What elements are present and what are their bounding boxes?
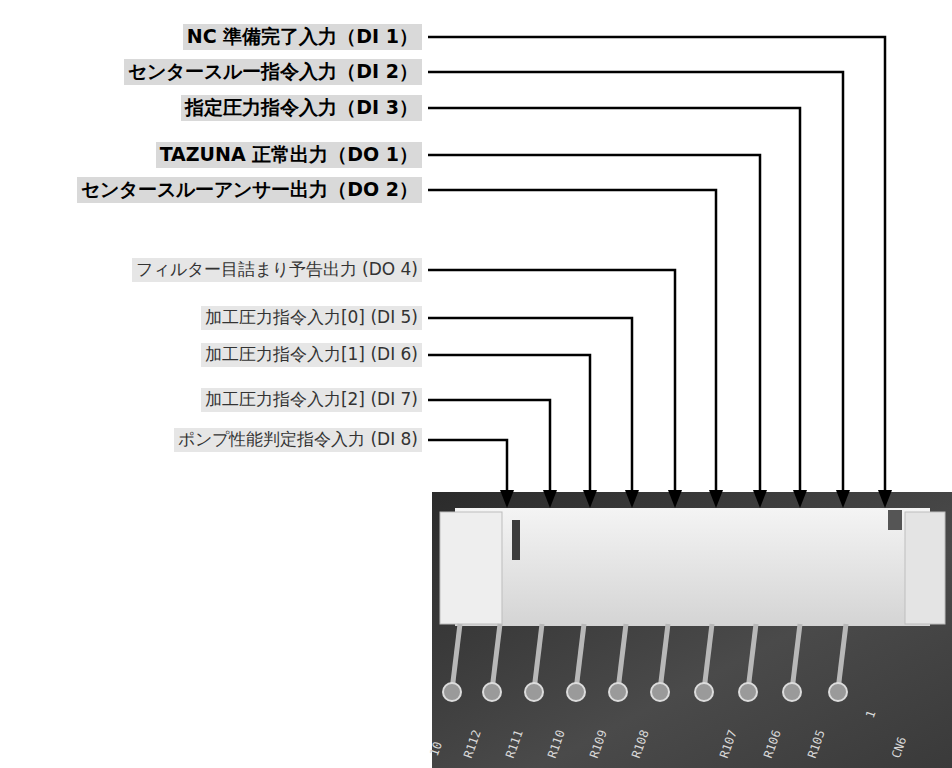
signal-label: センタースルーアンサー出力（DO 2） [77, 177, 422, 203]
signal-label: 加工圧力指令入力[2] (DI 7) [201, 388, 422, 411]
board [432, 492, 952, 768]
housing-slot [888, 510, 902, 530]
signal-label: センタースルー指令入力（DI 2） [124, 59, 422, 85]
leader-lines [428, 37, 885, 496]
housing [455, 508, 930, 626]
signal-label: 指定圧力指令入力（DI 3） [181, 95, 422, 121]
signal-label: 加工圧力指令入力[1] (DI 6) [201, 343, 422, 366]
housing-slot [512, 520, 520, 560]
signal-label: フィルター目詰まり予告出力 (DO 4) [132, 258, 422, 281]
signal-label: TAZUNA 正常出力（DO 1） [156, 142, 422, 168]
signal-label: ポンプ性能判定指令入力 (DI 8) [174, 428, 422, 451]
housing-tab [905, 512, 945, 624]
pins [452, 624, 846, 690]
housing-tab [440, 512, 502, 624]
signal-label: NC 準備完了入力（DI 1） [183, 24, 422, 50]
arrowheads [500, 490, 892, 508]
signal-label: 加工圧力指令入力[0] (DI 5) [201, 306, 422, 329]
solder-pads [443, 683, 847, 701]
